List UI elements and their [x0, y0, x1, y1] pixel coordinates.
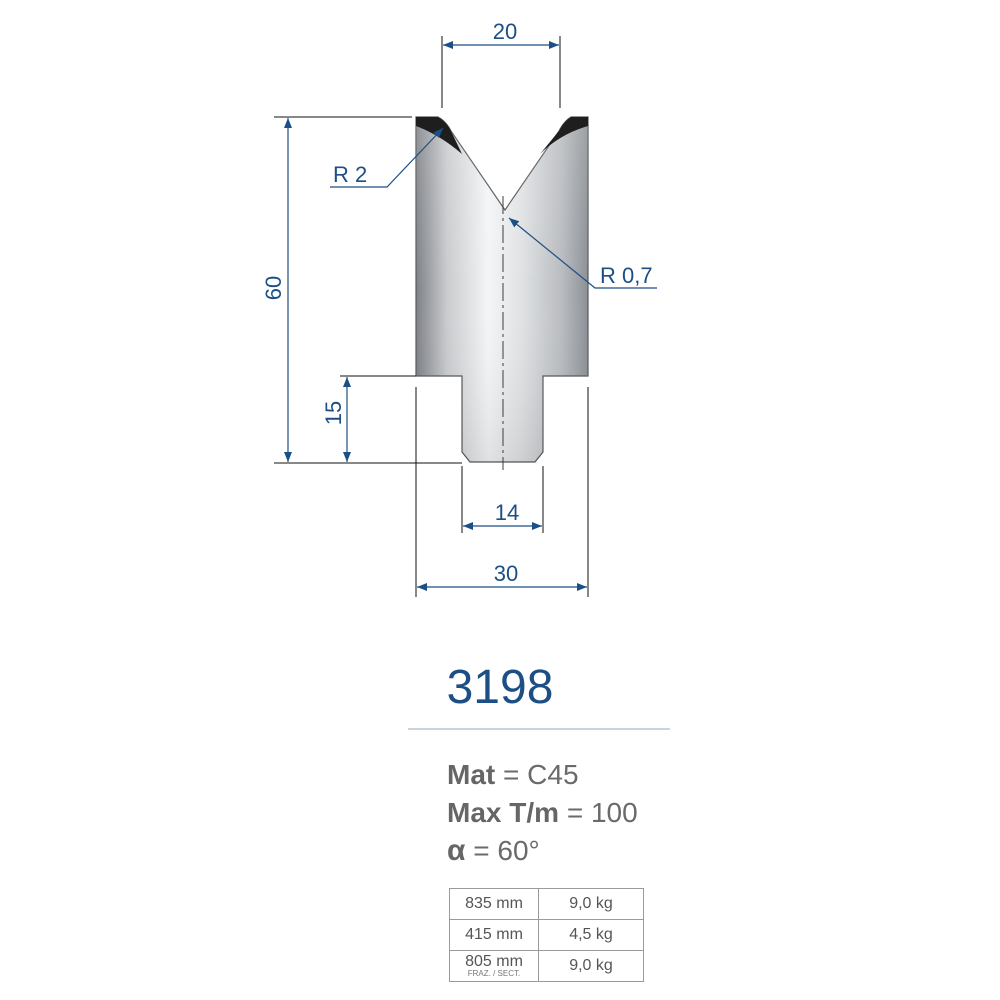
weight-cell: 9,0 kg — [538, 888, 644, 920]
weights-table: 835 mm 9,0 kg 415 mm 4,5 kg 805 mm FRAZ.… — [449, 888, 644, 982]
angle-row: α = 60° — [447, 832, 638, 870]
technical-drawing: 20 60 15 14 30 R 2 R 0,7 — [261, 19, 657, 597]
section-note: FRAZ. / SECT. — [467, 969, 521, 978]
leader-r2 — [330, 127, 444, 188]
label-shoulder-radius: R 2 — [333, 162, 367, 187]
length-value: 805 mm — [465, 953, 523, 970]
label-total-height: 60 — [261, 276, 286, 300]
label-v-radius: R 0,7 — [600, 263, 653, 288]
length-cell: 805 mm FRAZ. / SECT. — [449, 950, 539, 982]
max-load-label: Max T/m — [447, 797, 560, 828]
table-row: 415 mm 4,5 kg — [449, 919, 644, 951]
max-load-row: Max T/m = 100 — [447, 794, 638, 832]
angle-value: = 60° — [473, 835, 540, 866]
divider — [408, 728, 670, 730]
right-tip-hardened — [540, 117, 588, 154]
table-row: 805 mm FRAZ. / SECT. 9,0 kg — [449, 950, 644, 982]
alpha-symbol: α — [447, 834, 466, 867]
length-cell: 415 mm — [449, 919, 539, 951]
material-row: Mat = C45 — [447, 756, 638, 794]
label-body-width: 30 — [494, 561, 518, 586]
weight-cell: 4,5 kg — [538, 919, 644, 951]
material-value: = C45 — [503, 759, 579, 790]
label-tang-height: 15 — [321, 401, 346, 425]
material-label: Mat — [447, 759, 496, 790]
max-load-value: = 100 — [566, 797, 638, 828]
leader-r07 — [508, 217, 657, 289]
label-tang-width: 14 — [495, 500, 519, 525]
extension-lines — [274, 36, 589, 597]
product-code: 3198 — [446, 661, 554, 714]
die-profile — [415, 116, 589, 470]
table-row: 835 mm 9,0 kg — [449, 888, 644, 920]
weight-cell: 9,0 kg — [538, 950, 644, 982]
length-cell: 835 mm — [449, 888, 539, 920]
label-top-width: 20 — [493, 19, 517, 44]
specifications: Mat = C45 Max T/m = 100 α = 60° — [447, 756, 638, 870]
dimension-lines — [284, 41, 657, 591]
